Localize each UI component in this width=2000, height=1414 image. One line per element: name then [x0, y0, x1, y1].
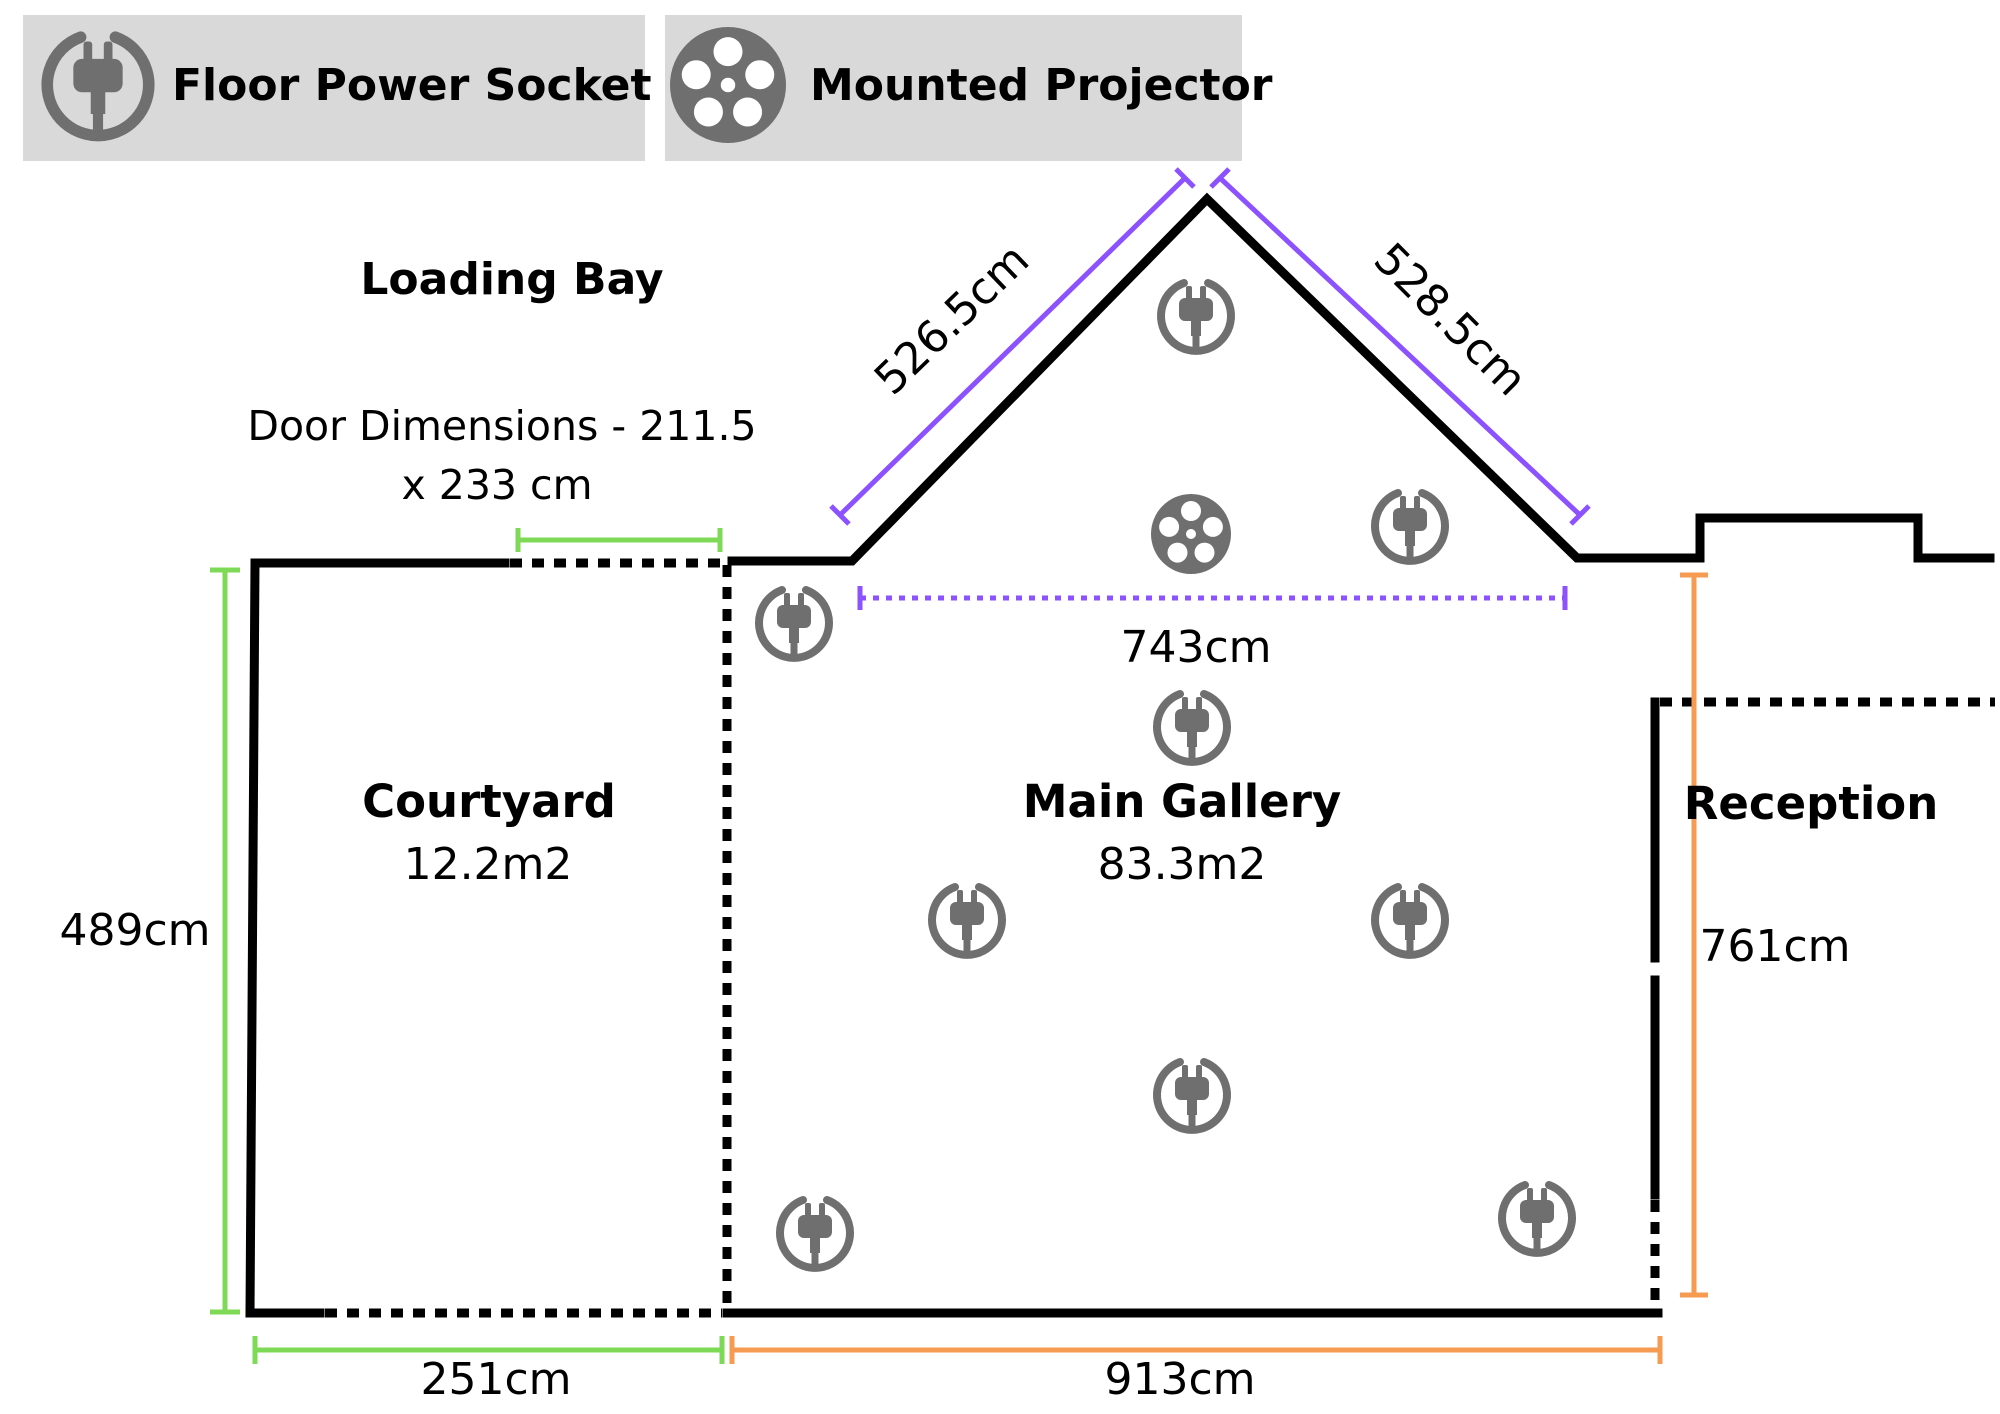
power-plug-icon	[1157, 1062, 1227, 1130]
gallery-width-top-dimension	[857, 586, 1568, 610]
walls	[245, 192, 1995, 1318]
power-plug-icon	[1375, 887, 1445, 955]
power-plug-icon	[932, 887, 1002, 955]
roof-right-dimension	[1209, 167, 1591, 526]
legend-projector: Mounted Projector	[665, 15, 1273, 161]
legend-socket: Floor Power Socket	[23, 15, 652, 161]
courtyard-height-label: 489cm	[59, 905, 210, 956]
door-dimensions-line1: Door Dimensions - 211.5	[247, 402, 756, 450]
gallery-area: 83.3m2	[1098, 839, 1267, 890]
film-reel-icon	[670, 26, 786, 143]
reception-height-dimension	[1680, 572, 1708, 1298]
courtyard-left-wall	[245, 558, 260, 1318]
power-plug-icon	[1157, 694, 1227, 762]
courtyard-name: Courtyard	[362, 775, 616, 828]
reception-height-label: 761cm	[1699, 921, 1850, 972]
power-plug-icon	[780, 1200, 850, 1268]
gallery-width-bottom-dimension	[729, 1336, 1663, 1364]
power-plug-icon	[1375, 493, 1445, 561]
legend-projector-label: Mounted Projector	[810, 60, 1273, 111]
roof-left-length: 526.5cm	[865, 234, 1039, 405]
gallery-name: Main Gallery	[1023, 775, 1341, 828]
roof-left-dimension	[829, 167, 1196, 526]
door-dimensions-line2: x 233 cm	[401, 461, 592, 509]
loading-bay-label: Loading Bay	[360, 254, 663, 305]
legend-socket-label: Floor Power Socket	[172, 60, 652, 111]
reception-name: Reception	[1684, 777, 1938, 830]
courtyard-width-dimension	[252, 1336, 725, 1364]
courtyard-width-label: 251cm	[420, 1354, 571, 1405]
courtyard-height-dimension	[210, 567, 240, 1315]
gallery-roof-wall	[727, 192, 1995, 566]
courtyard-area: 12.2m2	[404, 839, 573, 890]
gallery-width-bottom-label: 913cm	[1104, 1354, 1255, 1405]
gallery-width-top-label: 743cm	[1120, 622, 1271, 673]
door-width-dimension	[515, 528, 723, 552]
power-plug-icon	[759, 590, 829, 658]
film-reel-icon	[1151, 494, 1231, 574]
power-plug-icon	[1502, 1185, 1572, 1253]
power-plug-icon	[1161, 283, 1231, 351]
